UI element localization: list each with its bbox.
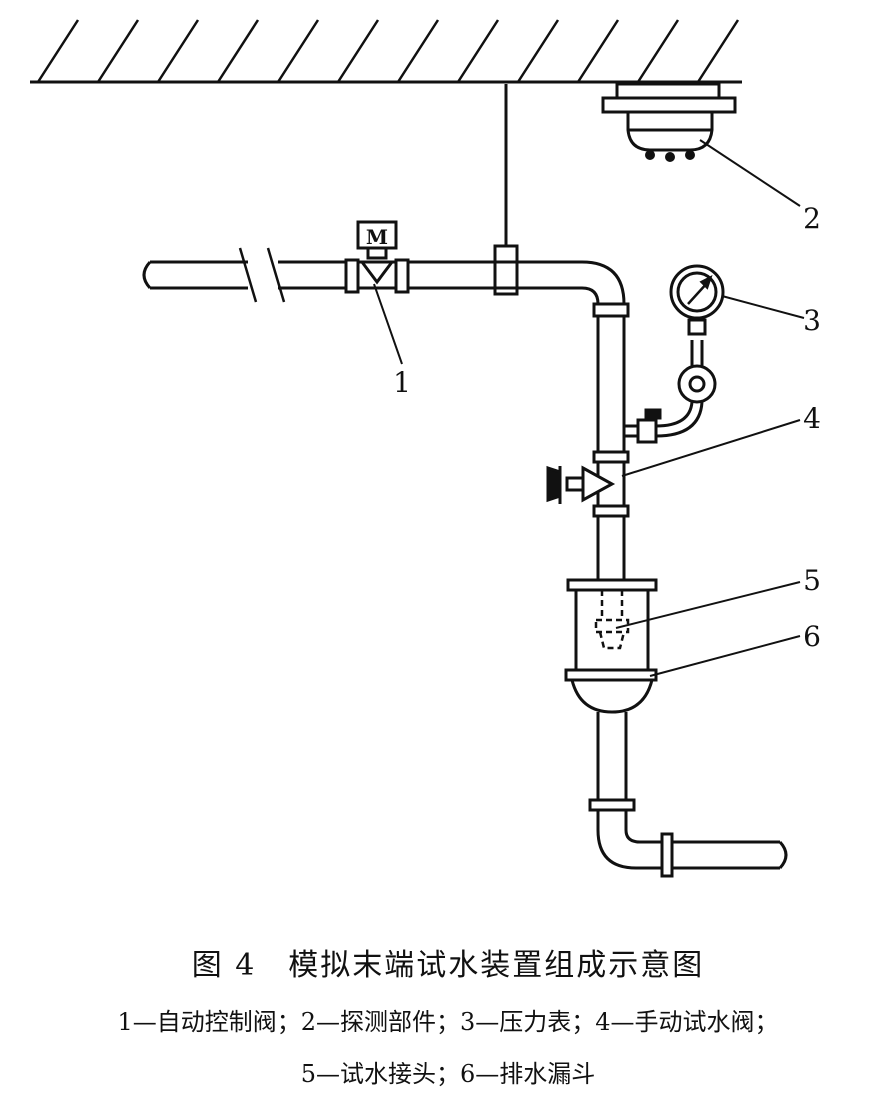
label-4: 4 (803, 402, 821, 435)
label-1: 1 (393, 366, 411, 399)
figure-title: 图 4 模拟末端试水装置组成示意图 (191, 948, 705, 983)
pressure-gauge (624, 264, 725, 444)
ceiling (30, 19, 742, 84)
vertical-pipe (592, 302, 630, 582)
legend-line-2: 5—试水接头；6—排水漏斗 (300, 1060, 596, 1088)
hanger-rod (493, 84, 519, 296)
drain-pipe (588, 712, 788, 878)
label-3: 3 (803, 304, 821, 337)
drain-funnel (564, 578, 658, 714)
label-5: 5 (803, 564, 821, 597)
label-6: 6 (803, 620, 821, 653)
leader-lines (373, 139, 805, 677)
label-2: 2 (803, 202, 821, 235)
horizontal-pipe (142, 247, 626, 306)
legend-line-1: 1—自动控制阀；2—探测部件；3—压力表；4—手动试水阀； (117, 1008, 779, 1036)
auto-control-valve (344, 220, 410, 294)
terminal-test-device-diagram: M (30, 19, 821, 878)
detector (601, 82, 737, 162)
manual-test-valve (546, 465, 616, 504)
test-nozzle (594, 590, 630, 650)
motor-label: M (366, 225, 388, 249)
